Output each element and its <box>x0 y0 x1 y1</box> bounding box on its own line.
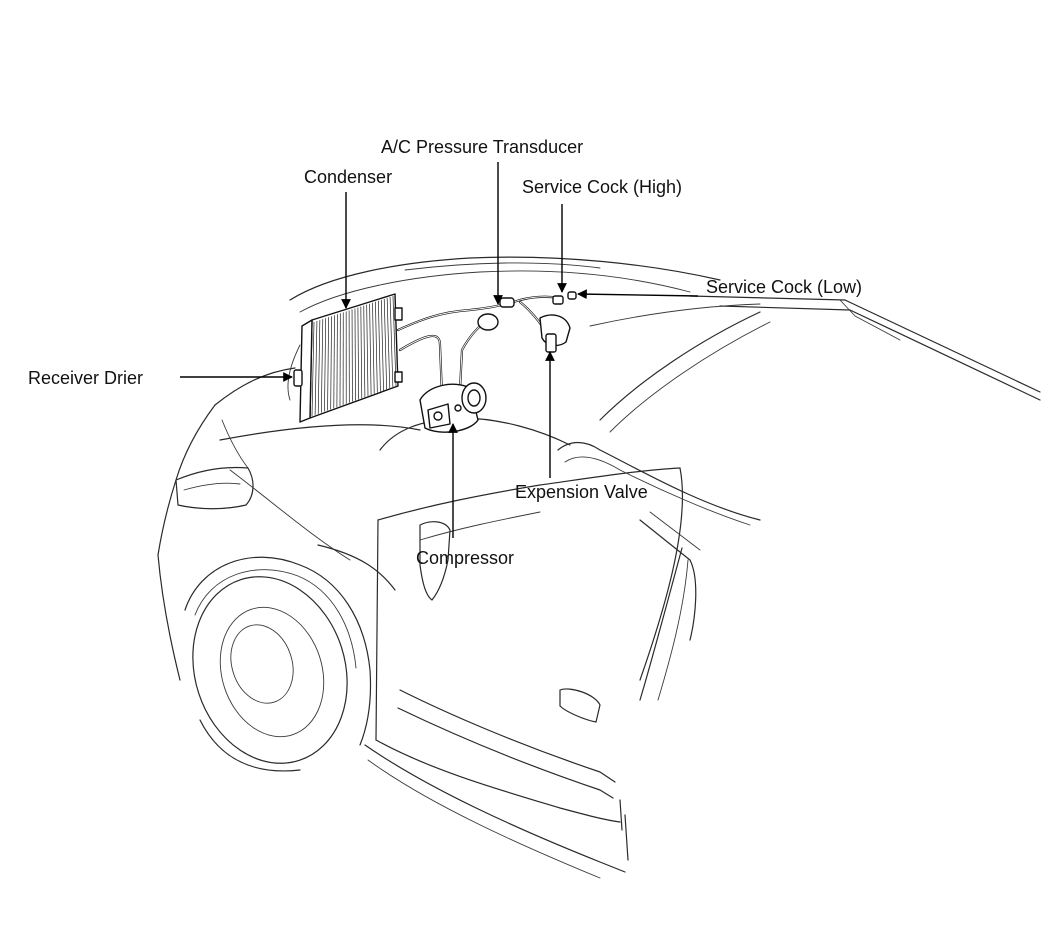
condenser-fin <box>330 316 332 410</box>
condenser-fin <box>324 318 327 412</box>
condenser-fin <box>386 297 391 389</box>
condenser-unit <box>299 293 403 423</box>
condenser-fin <box>336 314 338 408</box>
condenser-fin <box>383 298 388 390</box>
label-condenser: Condenser <box>304 167 392 187</box>
label-pressure-transducer: A/C Pressure Transducer <box>381 137 583 157</box>
condenser-fin <box>354 308 356 401</box>
condenser-fin <box>363 305 366 398</box>
condenser-fin <box>314 321 318 415</box>
condenser-fin <box>366 304 369 397</box>
condenser-fin <box>327 317 329 411</box>
condenser-fin <box>357 307 360 400</box>
callout-labels: A/C Pressure Transducer Condenser Servic… <box>28 137 862 568</box>
label-expansion-valve: Expension Valve <box>515 482 648 502</box>
refrigerant-lines <box>396 291 577 397</box>
leader-lines <box>180 162 699 538</box>
condenser-fin <box>372 302 375 394</box>
condenser-fin <box>369 303 372 395</box>
label-service-cock-low: Service Cock (Low) <box>706 277 862 297</box>
leader-service-cock-low <box>577 289 699 300</box>
car-body-outline <box>157 256 1041 879</box>
label-service-cock-high: Service Cock (High) <box>522 177 682 197</box>
condenser-fin <box>333 315 335 409</box>
label-compressor: Compressor <box>416 548 514 568</box>
condenser-fin <box>320 319 324 413</box>
expansion-valve-part <box>539 314 571 353</box>
condenser-fin <box>311 321 315 417</box>
label-receiver-drier: Receiver Drier <box>28 368 143 388</box>
condenser-fin <box>392 295 397 387</box>
condenser-fin <box>317 320 321 414</box>
condenser-fin <box>375 301 378 393</box>
condenser-fin <box>389 296 394 388</box>
condenser-fin <box>380 299 384 391</box>
receiver-drier-part <box>293 369 303 387</box>
condenser-fin <box>360 306 363 399</box>
compressor-part <box>419 382 487 433</box>
condenser-fin <box>378 300 381 392</box>
